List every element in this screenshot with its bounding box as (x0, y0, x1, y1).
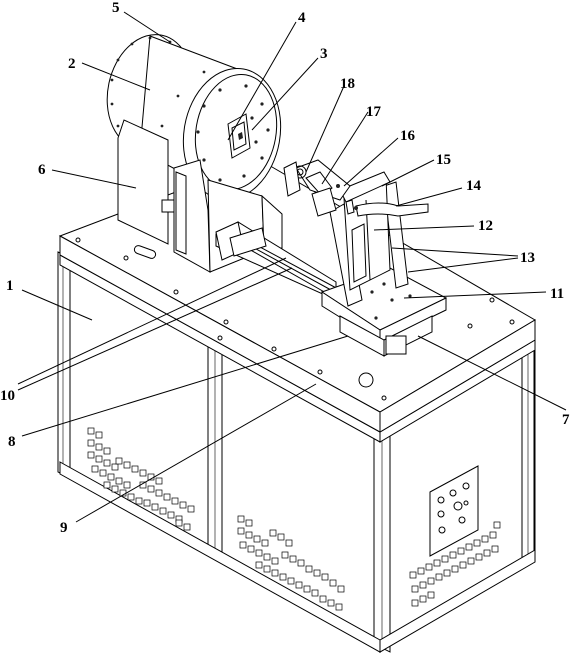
label-12: 12 (478, 218, 493, 234)
label-3: 3 (320, 46, 328, 62)
vent-slots-middle (237, 515, 345, 611)
rear-support (117, 119, 169, 245)
label-1: 1 (6, 278, 14, 294)
part-labels: 1 2 3 4 5 6 7 8 9 10 11 12 13 14 15 16 1… (0, 0, 570, 536)
leader-lines (17, 11, 567, 523)
arm-14 (355, 202, 429, 217)
label-6: 6 (38, 162, 46, 178)
label-18: 18 (340, 76, 355, 92)
linear-rail (215, 221, 343, 303)
front-left-post (57, 251, 71, 479)
slide-stage (283, 159, 448, 357)
label-13: 13 (520, 250, 535, 266)
cabinet-frame (57, 251, 536, 653)
vent-slots-left (87, 427, 195, 531)
label-8: 8 (8, 434, 16, 450)
label-9: 9 (60, 520, 68, 536)
label-4: 4 (298, 10, 306, 26)
vent-slots-side (409, 521, 501, 607)
label-10: 10 (0, 388, 15, 404)
side-bottom-rail (379, 549, 536, 653)
label-7: 7 (562, 412, 570, 428)
clamp-18-jaw (311, 187, 337, 217)
label-11: 11 (550, 286, 564, 302)
control-plate (429, 465, 479, 557)
label-2: 2 (68, 56, 76, 72)
label-16: 16 (400, 128, 416, 144)
table-top-side-edge (379, 319, 536, 433)
label-5: 5 (112, 0, 120, 16)
label-15: 15 (436, 152, 451, 168)
label-14: 14 (466, 178, 482, 194)
label-17: 17 (366, 104, 382, 120)
